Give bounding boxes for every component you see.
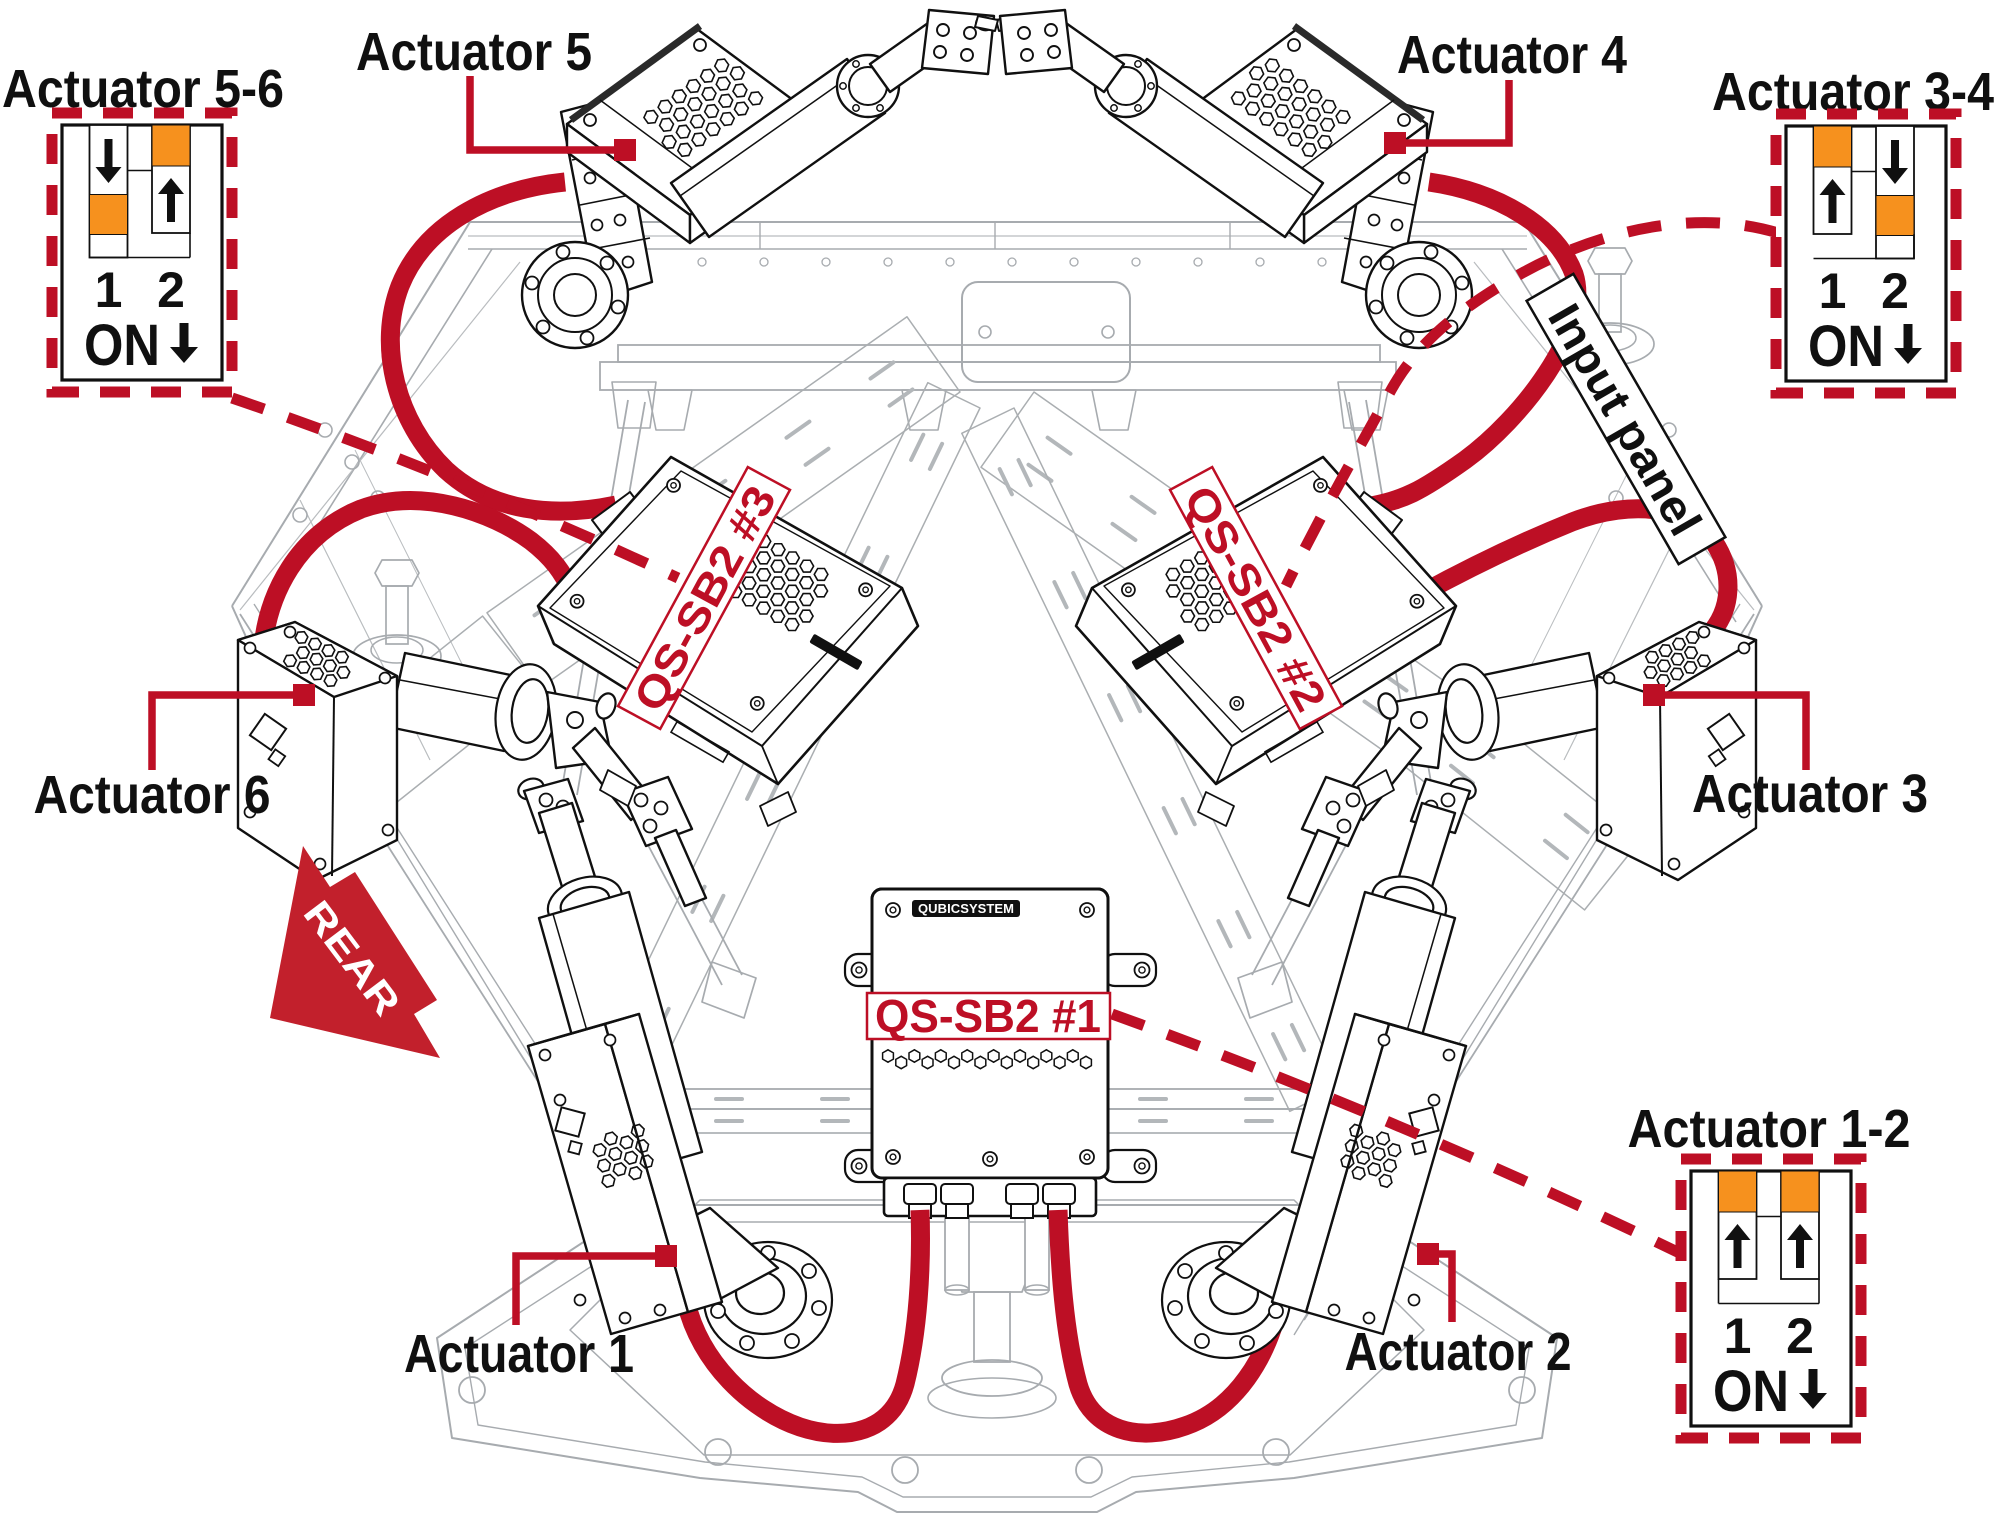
svg-text:Actuator 6: Actuator 6 <box>34 765 271 825</box>
svg-text:ON: ON <box>84 313 160 378</box>
svg-text:QUBICSYSTEM: QUBICSYSTEM <box>918 901 1014 916</box>
svg-text:Actuator 5: Actuator 5 <box>356 22 592 82</box>
svg-text:2: 2 <box>1881 263 1909 319</box>
svg-text:Actuator 1-2: Actuator 1-2 <box>1628 1099 1911 1159</box>
svg-text:2: 2 <box>1786 1308 1814 1364</box>
svg-text:1: 1 <box>95 262 123 318</box>
svg-text:Actuator 1: Actuator 1 <box>404 1324 634 1384</box>
svg-text:ON: ON <box>1808 314 1884 379</box>
svg-text:Actuator 3: Actuator 3 <box>1692 764 1928 824</box>
svg-text:1: 1 <box>1819 263 1847 319</box>
svg-text:Actuator 2: Actuator 2 <box>1345 1322 1572 1382</box>
svg-text:Actuator 4: Actuator 4 <box>1397 25 1627 85</box>
svg-text:2: 2 <box>157 262 185 318</box>
svg-text:1: 1 <box>1724 1308 1752 1364</box>
svg-text:Actuator 5-6: Actuator 5-6 <box>2 59 284 119</box>
svg-text:QS-SB2 #1: QS-SB2 #1 <box>875 990 1101 1042</box>
svg-text:ON: ON <box>1713 1359 1789 1424</box>
